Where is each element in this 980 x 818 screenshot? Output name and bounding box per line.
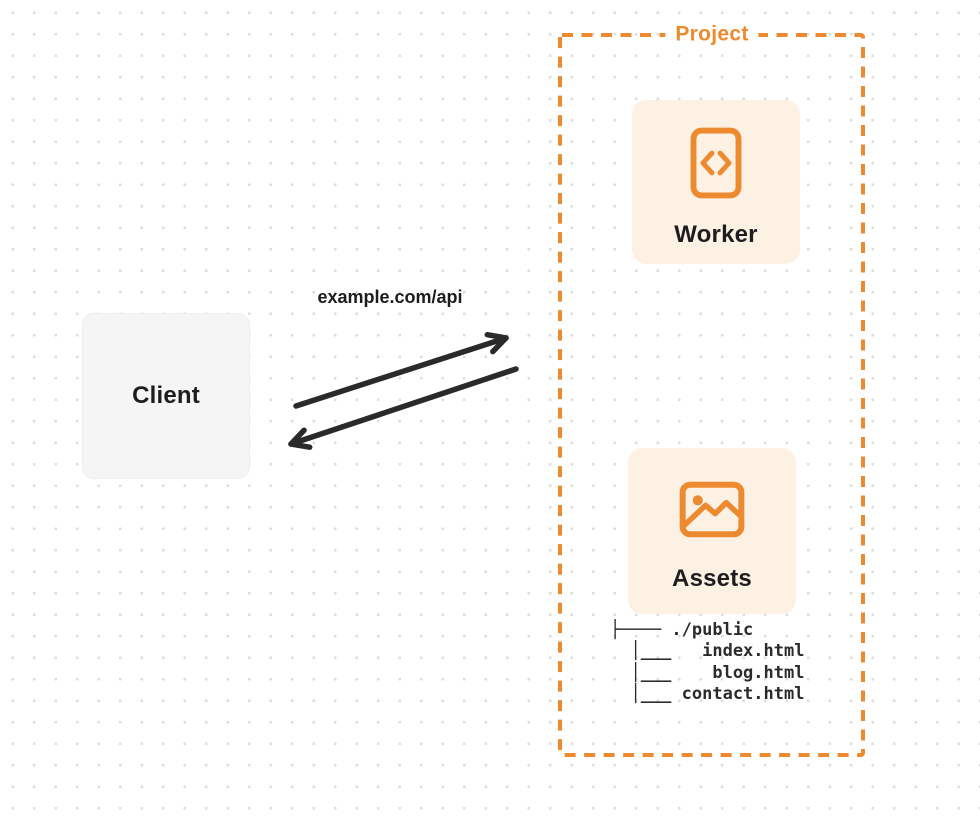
client-label: Client: [132, 382, 200, 409]
file-tree-line: │___ index.html: [610, 641, 805, 662]
image-icon: [679, 481, 745, 538]
request-arrow: [293, 331, 509, 409]
assets-node: Assets: [628, 448, 796, 614]
file-tree: ├──── ./public │___ index.html │___ blog…: [610, 620, 804, 706]
assets-label: Assets: [672, 565, 752, 592]
file-tree-line: │___ contact.html: [610, 684, 805, 705]
worker-node: Worker: [632, 100, 800, 264]
response-arrow: [288, 366, 519, 450]
file-tree-line: │___ blog.html: [610, 662, 805, 683]
code-file-icon: [689, 126, 743, 200]
worker-label: Worker: [674, 221, 758, 248]
client-node: Client: [82, 313, 250, 479]
request-url-label: example.com/api: [317, 287, 463, 307]
project-label: Project: [665, 22, 759, 47]
file-tree-root: ├──── ./public: [610, 620, 754, 640]
